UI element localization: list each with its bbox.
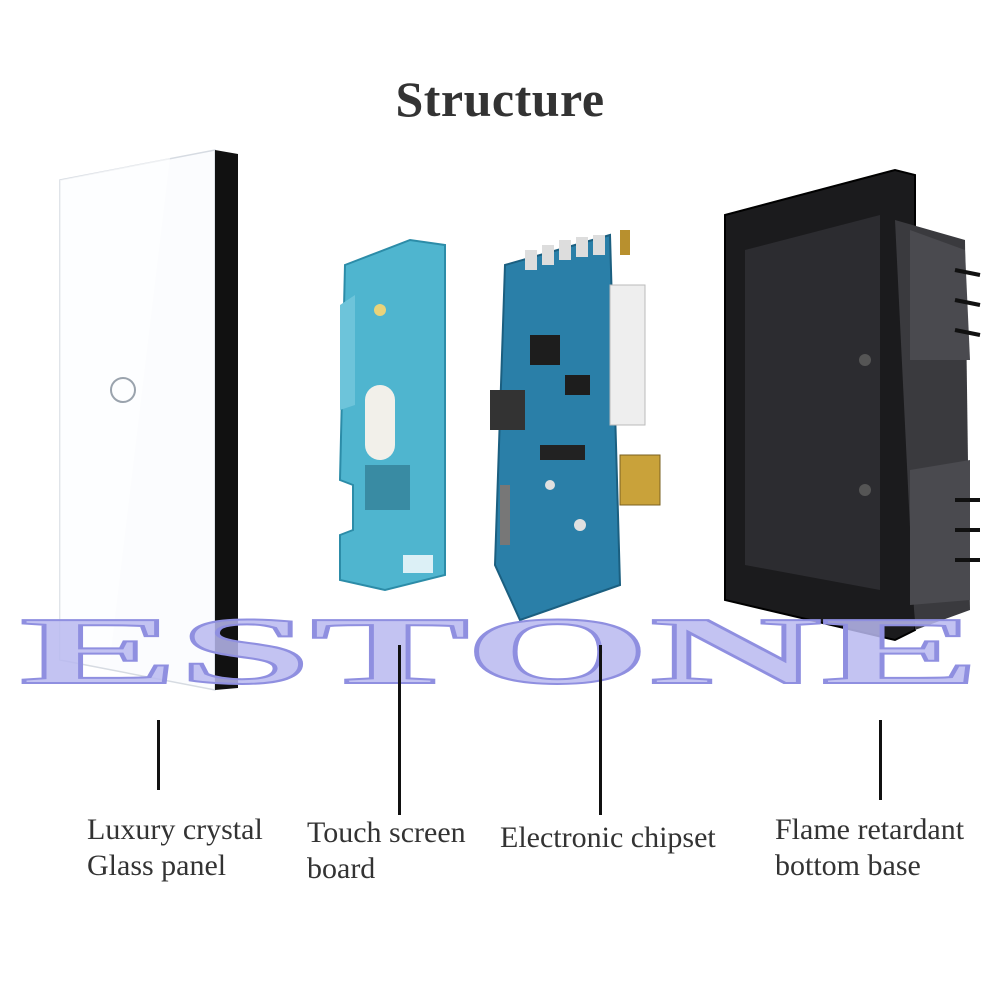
touch-board-leader	[398, 645, 401, 815]
label-line: Electronic chipset	[500, 821, 716, 854]
label-line: Touch screen	[307, 816, 466, 849]
chipset-image	[490, 230, 661, 622]
label-line: board	[307, 852, 376, 885]
label-line: Flame retardant	[775, 813, 965, 846]
label-line: Luxury crystal	[87, 813, 263, 846]
watermark-text: ESTONE	[19, 605, 981, 705]
glass-panel-leader	[157, 720, 160, 790]
chipset-label: Electronic chipset	[500, 820, 716, 856]
touch-board-label: Touch screen board	[307, 815, 466, 887]
page-title: Structure	[395, 71, 605, 127]
label-line: Glass panel	[87, 849, 227, 882]
base-label: Flame retardant bottom base	[775, 812, 964, 884]
chipset-leader	[599, 645, 602, 815]
glass-panel-label: Luxury crystal Glass panel	[87, 812, 263, 884]
label-line: bottom base	[775, 849, 921, 882]
glass-panel-image	[59, 149, 238, 691]
touch-board-image	[338, 238, 446, 592]
base-leader	[879, 720, 882, 800]
base-image	[724, 168, 981, 642]
touch-button-icon	[110, 377, 136, 403]
svg-text:ESTONE: ESTONE	[20, 605, 980, 704]
